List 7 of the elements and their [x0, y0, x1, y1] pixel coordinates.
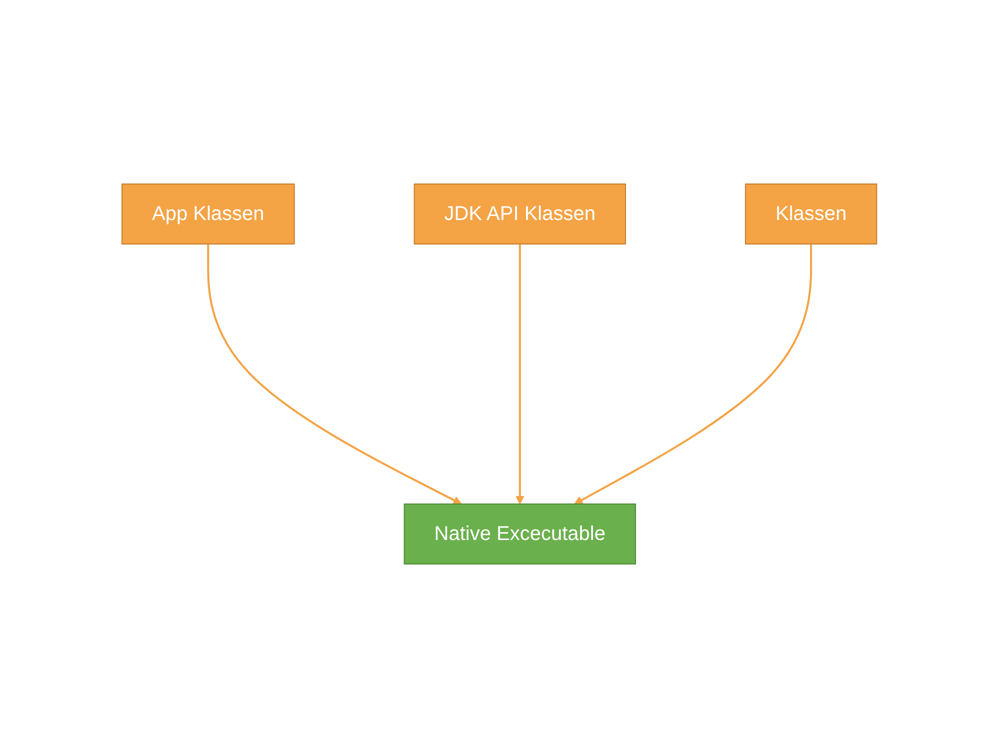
- node-box: Native Excecutable: [403, 503, 636, 564]
- node-box: App Klassen: [121, 183, 294, 244]
- arrow: [206, 244, 462, 504]
- arrow: [515, 244, 524, 504]
- arrow: [574, 244, 812, 504]
- node-box: JDK API Klassen: [413, 183, 626, 244]
- node-box: Klassen: [744, 183, 877, 244]
